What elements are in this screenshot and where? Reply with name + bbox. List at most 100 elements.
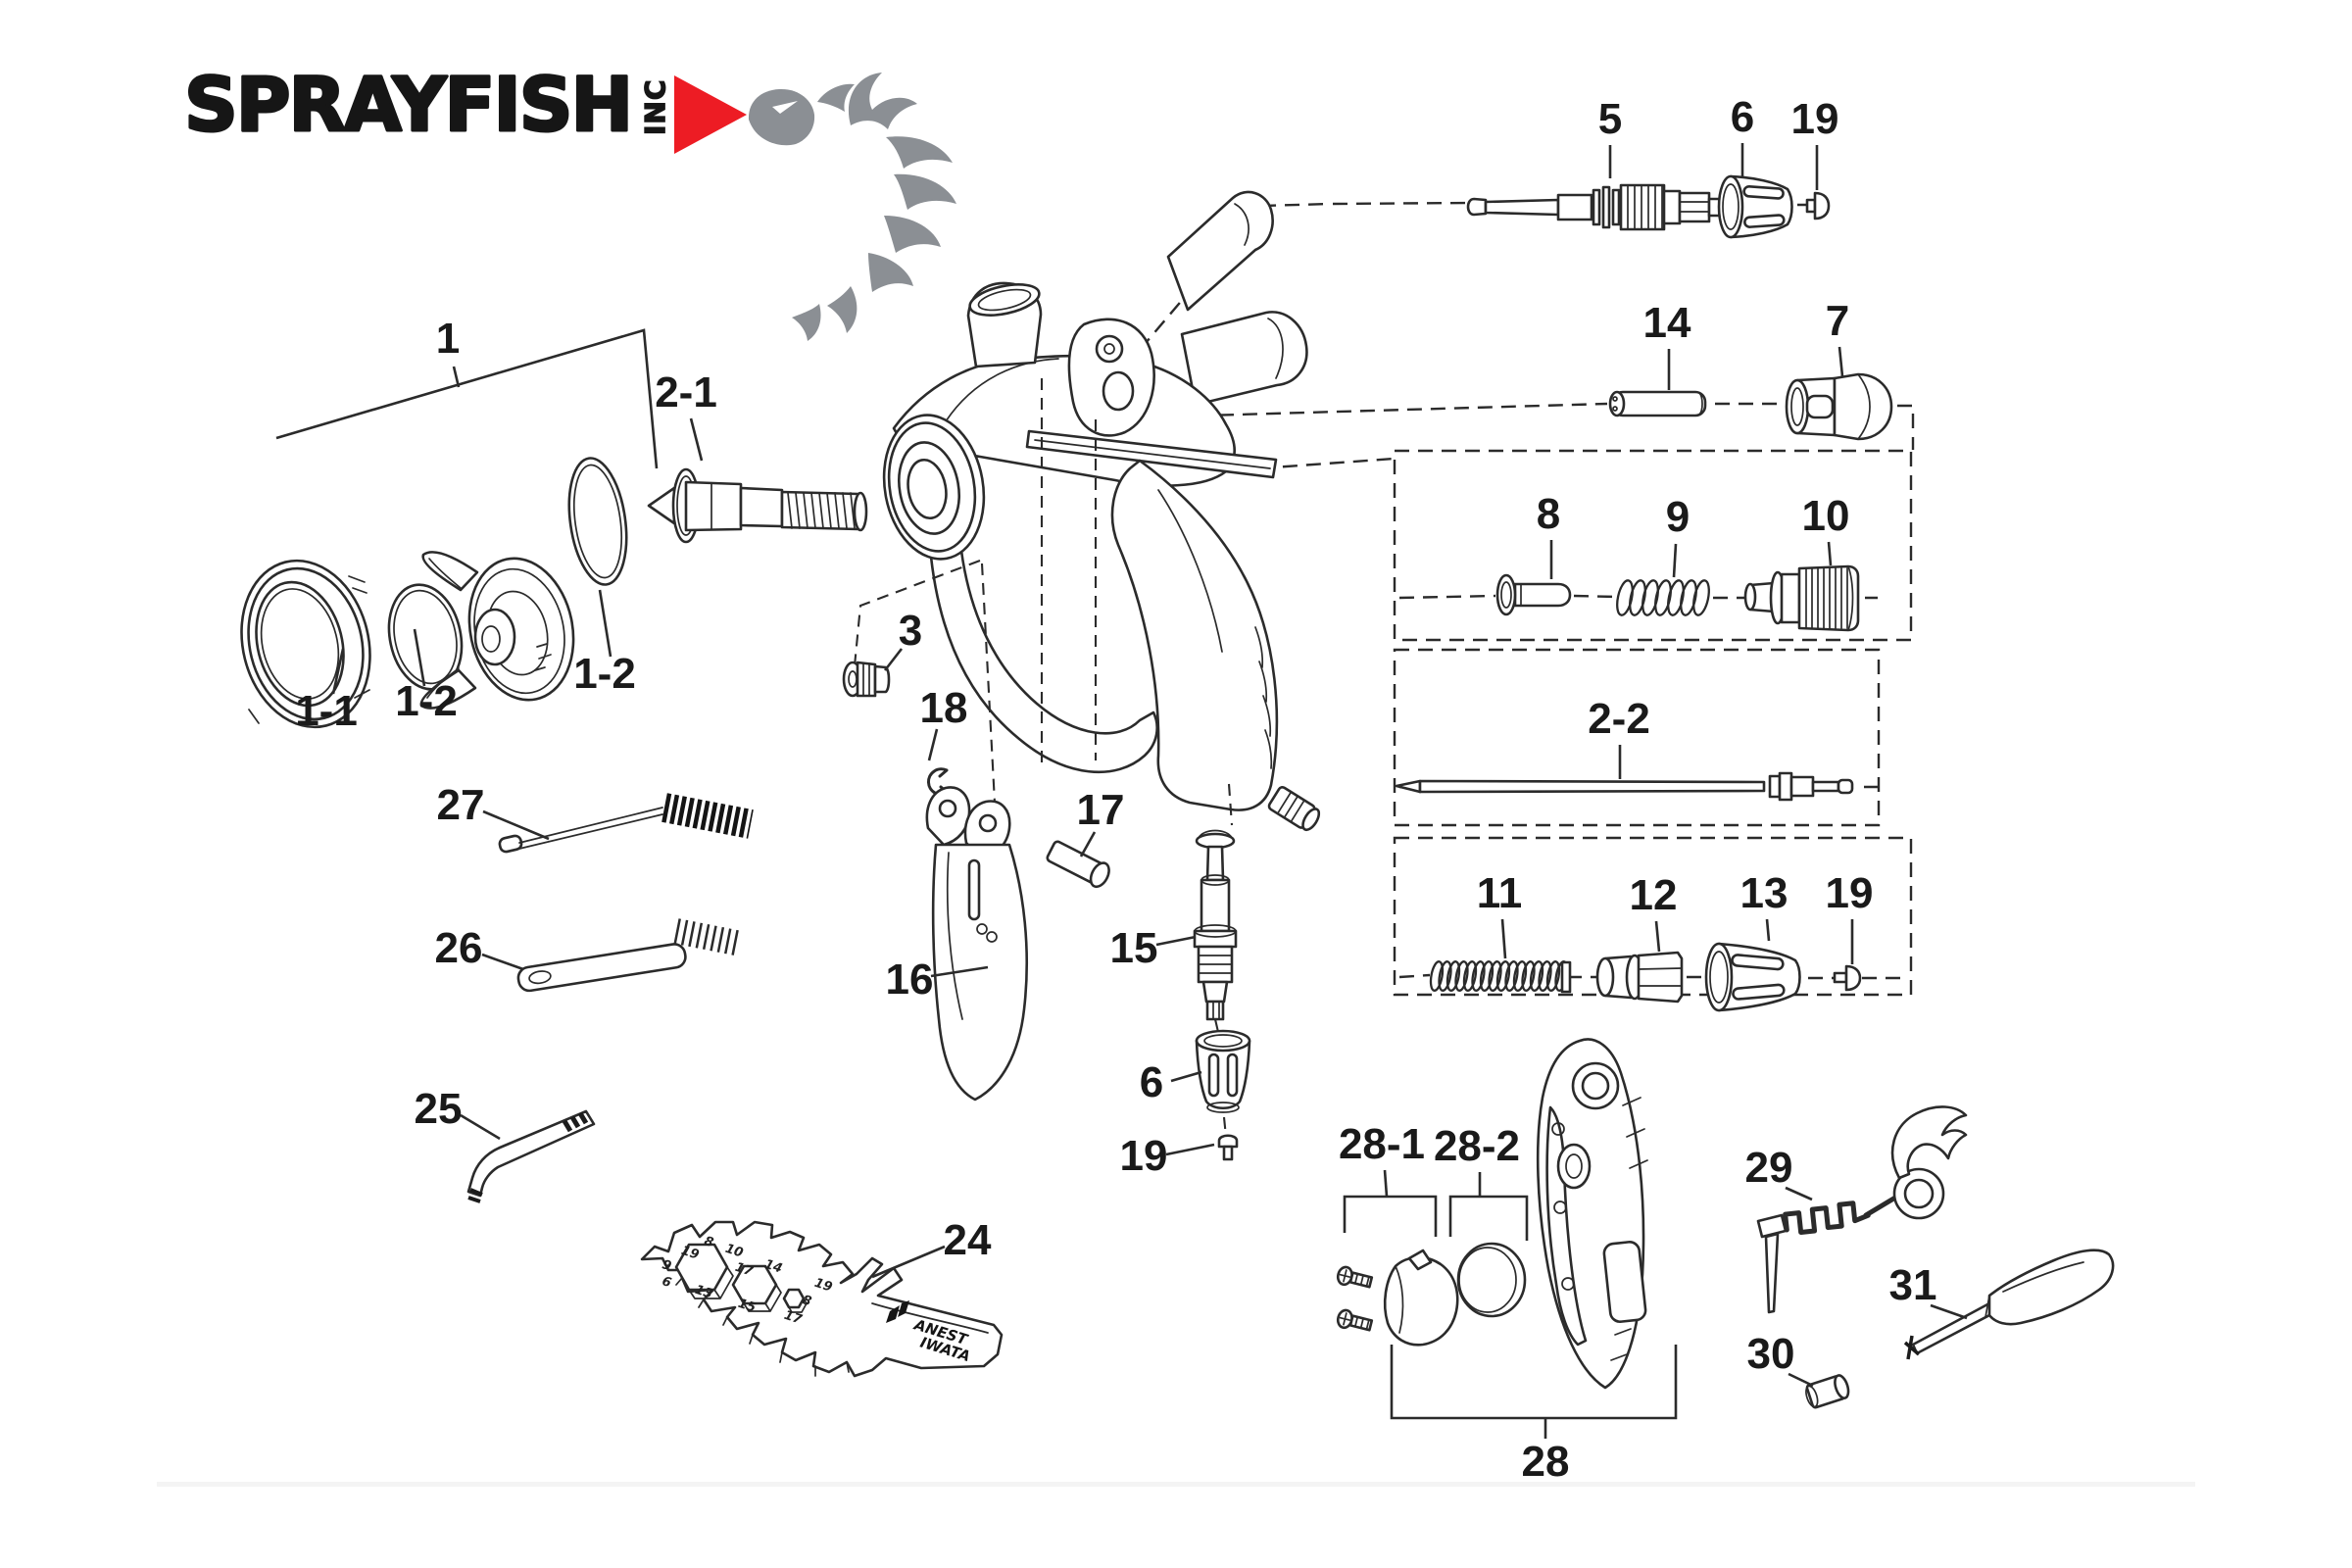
part-30-cap: [1805, 1374, 1850, 1409]
part-28-handle-cover: [1536, 1038, 1648, 1390]
part-8-pin: [1495, 573, 1572, 616]
part-11-spring-seat: [1560, 960, 1572, 994]
svg-text:2-2: 2-2: [1588, 695, 1650, 743]
dashed-box-2-2: [1393, 648, 1881, 827]
svg-text:1-1: 1-1: [295, 687, 358, 735]
part-label-30: 30: [1747, 1330, 1814, 1388]
part-label-9: 9: [1666, 493, 1690, 578]
part-17-trigger-pin: [1046, 840, 1110, 889]
part-label-19t: 19: [1791, 95, 1838, 190]
gun-face-rings: [882, 414, 986, 561]
part-label-28: 28: [1390, 1345, 1678, 1486]
part-19-screw-bottom: [1217, 1134, 1239, 1161]
bottom-divider: [157, 1482, 2195, 1487]
part-label-16: 16: [886, 956, 989, 1004]
svg-text:27: 27: [437, 781, 485, 829]
part-7-fitting: [1785, 372, 1893, 441]
svg-text:13: 13: [1740, 869, 1788, 917]
part-31-screwdriver: [1903, 1249, 2115, 1360]
part-label-11: 11: [1477, 869, 1522, 959]
part-label-1-2b: 1-2: [573, 589, 636, 698]
svg-text:17: 17: [1077, 786, 1125, 834]
part-12-valve-fitting: [1595, 951, 1684, 1004]
part-label-13: 13: [1740, 869, 1788, 942]
tool-marking: 14: [762, 1257, 784, 1277]
part-26-scrub-brush: [516, 918, 744, 993]
part-1-2-o-ring-small: [387, 583, 464, 691]
part-6-knob-top: [1717, 174, 1793, 239]
part-label-6t: 6: [1731, 93, 1754, 176]
part-2-2-fluid-needle: [1395, 771, 1854, 802]
part-28-1-screws: [1336, 1265, 1374, 1332]
svg-text:31: 31: [1889, 1261, 1937, 1309]
part-label-31: 31: [1889, 1261, 1968, 1320]
tool-marking: 17: [782, 1308, 805, 1328]
part-label-1: 1: [275, 315, 659, 469]
part-label-7: 7: [1826, 297, 1849, 377]
svg-text:28-1: 28-1: [1339, 1120, 1425, 1168]
part-label-15: 15: [1110, 924, 1197, 972]
part-label-1-2a: 1-2: [395, 628, 458, 725]
part-28-2-pad: [1456, 1242, 1527, 1318]
part-label-14: 14: [1643, 299, 1691, 390]
part-label-19r: 19: [1826, 869, 1873, 964]
part-2-1-fluid-nozzle: [647, 467, 868, 544]
part-19-screw-right: [1833, 964, 1862, 992]
part-label-27: 27: [437, 781, 550, 841]
svg-text:28-2: 28-2: [1434, 1122, 1520, 1170]
part-6-knob-bottom: [1195, 1029, 1251, 1113]
brand-logo: SPRAYFISH INC: [183, 60, 956, 341]
part-label-3: 3: [883, 607, 922, 671]
part-label-24: 24: [871, 1216, 992, 1279]
svg-text:1-2: 1-2: [573, 650, 636, 698]
tool-marking: 6: [660, 1274, 672, 1291]
tool-marking: 17: [733, 1260, 756, 1280]
part-10-air-valve: [1743, 564, 1860, 632]
svg-text:5: 5: [1598, 95, 1622, 143]
part-label-17: 17: [1077, 786, 1125, 858]
part-1-1-retaining-ring: [240, 559, 371, 729]
part-11-spring: [1429, 960, 1569, 992]
part-14-pin: [1608, 390, 1707, 417]
part-label-19b: 19: [1120, 1132, 1215, 1180]
part-label-1-1: 1-1: [295, 648, 358, 735]
svg-text:6: 6: [1731, 93, 1754, 141]
tool-marking: 15: [736, 1297, 758, 1316]
part-label-2-2: 2-2: [1588, 695, 1650, 779]
svg-text:28: 28: [1522, 1438, 1570, 1486]
tool-marking: 13: [693, 1283, 714, 1302]
svg-text:16: 16: [886, 956, 934, 1004]
part-25-torx-wrench: [466, 1109, 596, 1203]
part-5-air-valve-set: [1466, 183, 1725, 231]
part-label-28-2: 28-2: [1434, 1122, 1529, 1241]
svg-text:7: 7: [1826, 297, 1849, 345]
part-label-2-1: 2-1: [655, 368, 717, 462]
svg-text:3: 3: [899, 607, 922, 655]
svg-text:29: 29: [1745, 1144, 1793, 1192]
part-29-hook-kit: [1756, 1105, 1968, 1314]
brush-bristles: [662, 793, 754, 839]
svg-text:1: 1: [436, 315, 460, 363]
air-cap: [419, 551, 575, 710]
svg-text:6: 6: [1140, 1058, 1163, 1106]
brand-suffix: INC: [639, 79, 671, 135]
part-28-1-cover: [1383, 1249, 1459, 1347]
svg-text:12: 12: [1630, 871, 1678, 919]
part-label-5: 5: [1598, 95, 1622, 178]
fluid-nipple: [1267, 785, 1321, 832]
part-1-2-o-ring-large: [567, 457, 628, 586]
part-19-screw-top: [1805, 191, 1831, 220]
spray-gun-body: [852, 190, 1321, 1138]
part-15-fluid-valve-set: [1193, 829, 1238, 1021]
part-label-6b: 6: [1140, 1058, 1202, 1106]
tool-marking: 19: [812, 1276, 834, 1296]
part-label-26: 26: [435, 924, 524, 972]
svg-text:1-2: 1-2: [395, 677, 458, 725]
part-9-spring: [1616, 579, 1710, 616]
tool-marking: 10: [723, 1242, 745, 1261]
tool-marking: 8: [702, 1234, 714, 1250]
part-label-10: 10: [1802, 492, 1849, 566]
brand-name: SPRAYFISH: [184, 61, 631, 148]
